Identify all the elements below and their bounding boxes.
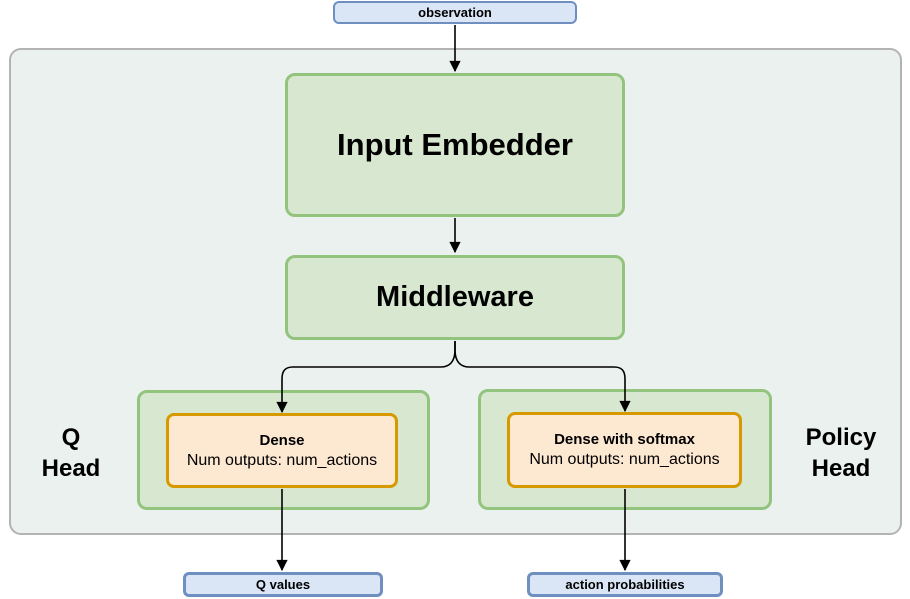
middleware-label: Middleware: [376, 281, 534, 313]
action-probabilities-label: action probabilities: [565, 577, 685, 592]
q-head-label: Q Head: [16, 422, 126, 484]
q-dense-title: Dense: [259, 431, 305, 449]
node-policy-dense: Dense with softmax Num outputs: num_acti…: [507, 412, 742, 488]
node-action-probabilities: action probabilities: [527, 572, 723, 597]
policy-head-label: Policy Head: [786, 422, 896, 484]
policy-head-label-line1: Policy: [805, 424, 877, 451]
node-observation: observation: [333, 1, 577, 24]
observation-label: observation: [418, 5, 492, 20]
policy-dense-title: Dense with softmax: [554, 431, 695, 448]
input-embedder-label: Input Embedder: [337, 127, 573, 162]
node-q-values: Q values: [183, 572, 383, 597]
node-q-dense: Dense Num outputs: num_actions: [166, 413, 398, 488]
q-head-label-line1: Q: [61, 424, 81, 451]
node-middleware: Middleware: [285, 255, 625, 340]
q-head-label-line2: Head: [41, 455, 101, 482]
q-dense-subtitle: Num outputs: num_actions: [186, 451, 378, 469]
policy-dense-subtitle: Num outputs: num_actions: [529, 451, 720, 468]
q-values-label: Q values: [255, 577, 311, 592]
policy-head-label-line2: Head: [811, 455, 871, 482]
node-input-embedder: Input Embedder: [285, 73, 625, 217]
